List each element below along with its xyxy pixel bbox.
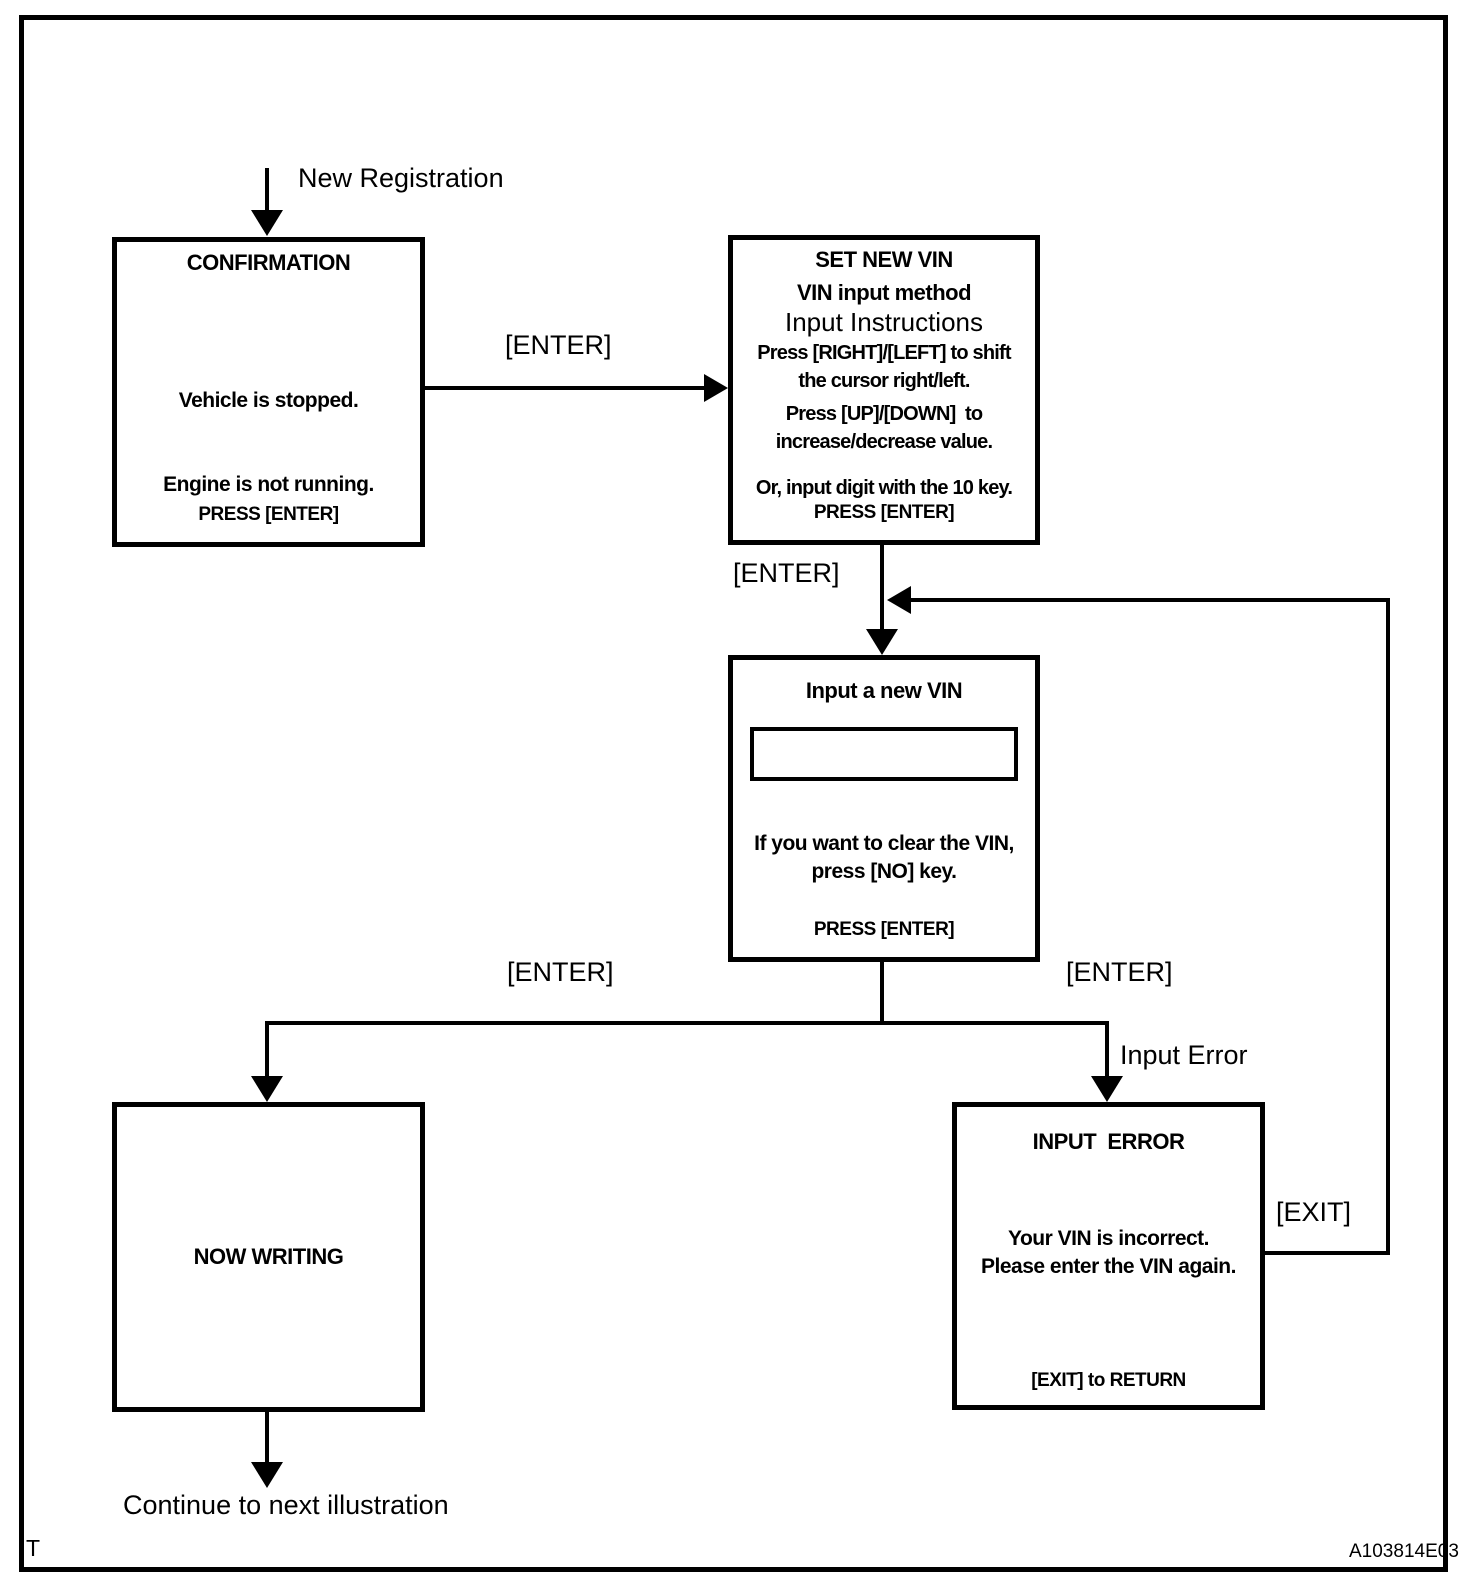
connector-setvin-to-inputvin [880,543,884,631]
enter-label-4: [ENTER] [1066,957,1173,987]
connector-branch-stem [880,962,884,1025]
setvin-footer: PRESS [ENTER] [813,502,955,523]
connector-branch-right [1105,1021,1109,1078]
connector-continue [265,1412,269,1464]
exit-label: [EXIT] [1276,1197,1352,1227]
inputvin-footer: PRESS [ENTER] [813,919,955,940]
connector-entry [265,168,269,212]
connector-return-top [911,598,1390,602]
arrowhead-entry-icon [251,210,283,236]
entry-label: New Registration [298,163,504,193]
vin-input-field [750,727,1018,781]
input-new-vin-screen-box: Input a new VIN If you want to clear the… [728,655,1040,962]
setvin-instruction-line3: Press [UP]/[DOWN] to [785,403,983,425]
connector-return-vertical [1386,598,1390,1255]
inputvin-body-line2: press [NO] key. [811,860,957,883]
nowwriting-title: NOW WRITING [193,1244,344,1269]
setvin-subtitle: VIN input method [796,280,972,305]
setvin-instruction-line2: the cursor right/left. [798,370,970,392]
enter-label-3: [ENTER] [507,957,614,987]
arrowhead-continue-icon [251,1462,283,1488]
connector-branch-horizontal [265,1021,1109,1025]
enter-label-1: [ENTER] [505,330,612,360]
confirmation-footer: PRESS [ENTER] [198,504,339,525]
inputerror-body-line1: Your VIN is incorrect. [1008,1227,1210,1250]
confirmation-body: Vehicle is stopped. Engine is not runnin… [117,331,420,555]
setvin-instruction-line5: Or, input digit with the 10 key. [755,477,1013,499]
inputvin-body-line1: If you want to clear the VIN, [754,832,1014,855]
setvin-title: SET NEW VIN [815,247,953,272]
input-error-branch-label: Input Error [1120,1040,1248,1070]
arrowhead-to-setvin-icon [704,374,728,402]
inputvin-body: If you want to clear the VIN, press [NO]… [733,830,1035,886]
setvin-instruction-line1: Press [RIGHT]/[LEFT] to shift [757,342,1011,364]
inputerror-footer: [EXIT] to RETURN [1031,1370,1186,1391]
inputerror-body: Your VIN is incorrect. Please enter the … [957,1225,1260,1281]
now-writing-screen-box: NOW WRITING [112,1102,425,1412]
page-border-frame [19,15,1448,1572]
arrowhead-to-nowwriting-icon [251,1076,283,1102]
connector-return-bottom [1265,1251,1390,1255]
inputerror-title: INPUT ERROR [1032,1129,1185,1154]
inputerror-body-line2: Please enter the VIN again. [981,1255,1236,1278]
figure-code: A103814E03 [1349,1541,1459,1562]
connector-confirmation-to-setvin [425,386,705,390]
connector-branch-left [265,1021,269,1078]
inputvin-title: Input a new VIN [805,678,963,703]
arrowhead-return-icon [887,586,911,614]
arrowhead-to-inputvin-icon [866,629,898,655]
setvin-instruction-line4: increase/decrease value. [775,431,993,453]
input-error-screen-box: INPUT ERROR Your VIN is incorrect. Pleas… [952,1102,1265,1410]
continue-label: Continue to next illustration [123,1490,449,1520]
confirmation-body-line2: Engine is not running. [163,473,374,496]
confirmation-screen-box: CONFIRMATION Vehicle is stopped. Engine … [112,237,425,547]
setvin-heading: Input Instructions [785,307,983,337]
enter-label-2: [ENTER] [733,558,840,588]
confirmation-body-line1: Vehicle is stopped. [178,389,359,412]
confirmation-title: CONFIRMATION [186,250,351,275]
page-footer-left: T [26,1535,41,1561]
set-new-vin-screen-box: SET NEW VIN VIN input method Input Instr… [728,235,1040,545]
arrowhead-to-inputerror-icon [1091,1076,1123,1102]
